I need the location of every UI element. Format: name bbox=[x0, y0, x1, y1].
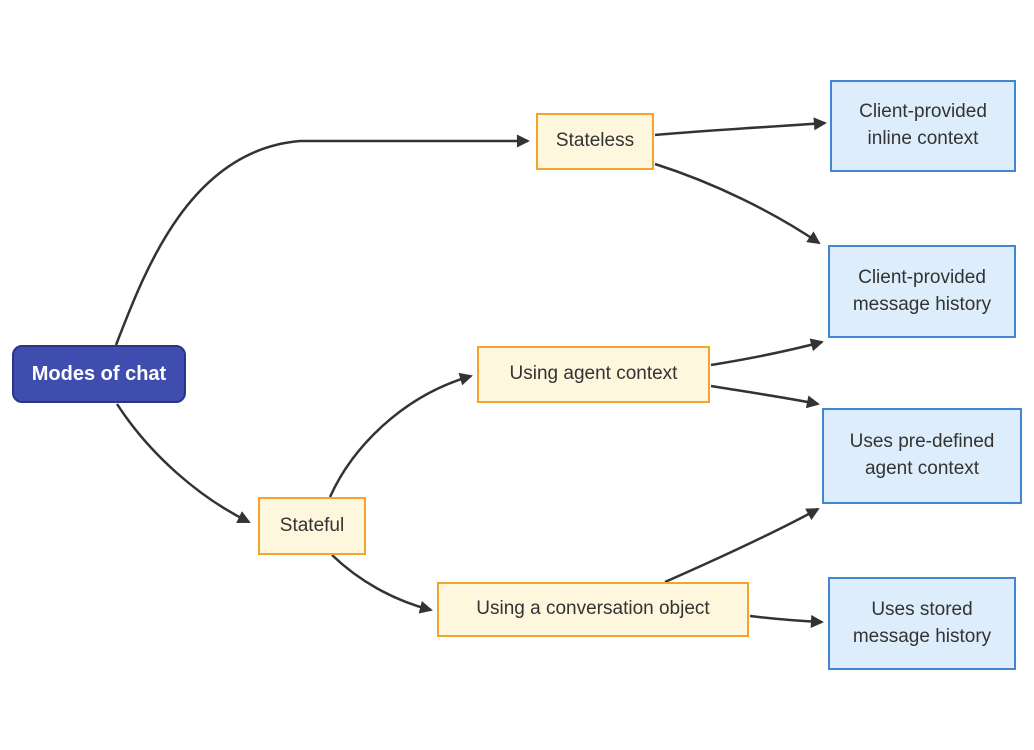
node-using-conversation-object-label: Using a conversation object bbox=[476, 598, 710, 620]
node-client-provided-message-history-label: Client-provided message history bbox=[852, 266, 992, 315]
node-using-agent-context: Using agent context bbox=[477, 346, 710, 403]
node-modes-of-chat-label: Modes of chat bbox=[31, 363, 167, 385]
node-uses-stored-message-history-label: Uses stored message history bbox=[852, 598, 992, 647]
node-stateless: Stateless bbox=[536, 113, 654, 170]
node-uses-predefined-agent-context-label: Uses pre-defined agent context bbox=[849, 431, 995, 479]
edge-stateless-to-message-history bbox=[654, 162, 821, 245]
node-using-agent-context-label: Using agent context bbox=[509, 363, 678, 385]
node-client-provided-inline-context-label: Client-provided inline context bbox=[859, 101, 987, 149]
node-modes-of-chat: Modes of chat bbox=[12, 345, 186, 403]
edge-stateful-to-agent-context bbox=[328, 372, 473, 498]
edge-root-to-stateless bbox=[114, 134, 530, 346]
edge-stateless-to-inline-context bbox=[654, 117, 827, 137]
node-stateful: Stateful bbox=[258, 497, 366, 555]
node-using-conversation-object: Using a conversation object bbox=[437, 582, 749, 637]
node-client-provided-inline-context: Client-provided inline context bbox=[830, 80, 1016, 172]
node-uses-predefined-agent-context: Uses pre-defined agent context bbox=[822, 408, 1022, 504]
edge-agent-context-to-predefined-context bbox=[710, 384, 820, 409]
edge-root-to-stateful bbox=[115, 403, 251, 524]
edge-agent-context-to-message-history bbox=[710, 338, 824, 367]
node-stateful-label: Stateful bbox=[279, 514, 345, 536]
edge-conversation-object-to-predefined-context bbox=[664, 507, 820, 584]
edge-stateful-to-conversation-object bbox=[331, 554, 433, 614]
node-stateless-label: Stateless bbox=[555, 130, 635, 152]
edge-conversation-object-to-stored-history bbox=[749, 614, 824, 628]
node-client-provided-message-history: Client-provided message history bbox=[828, 245, 1016, 338]
node-uses-stored-message-history: Uses stored message history bbox=[828, 577, 1016, 670]
